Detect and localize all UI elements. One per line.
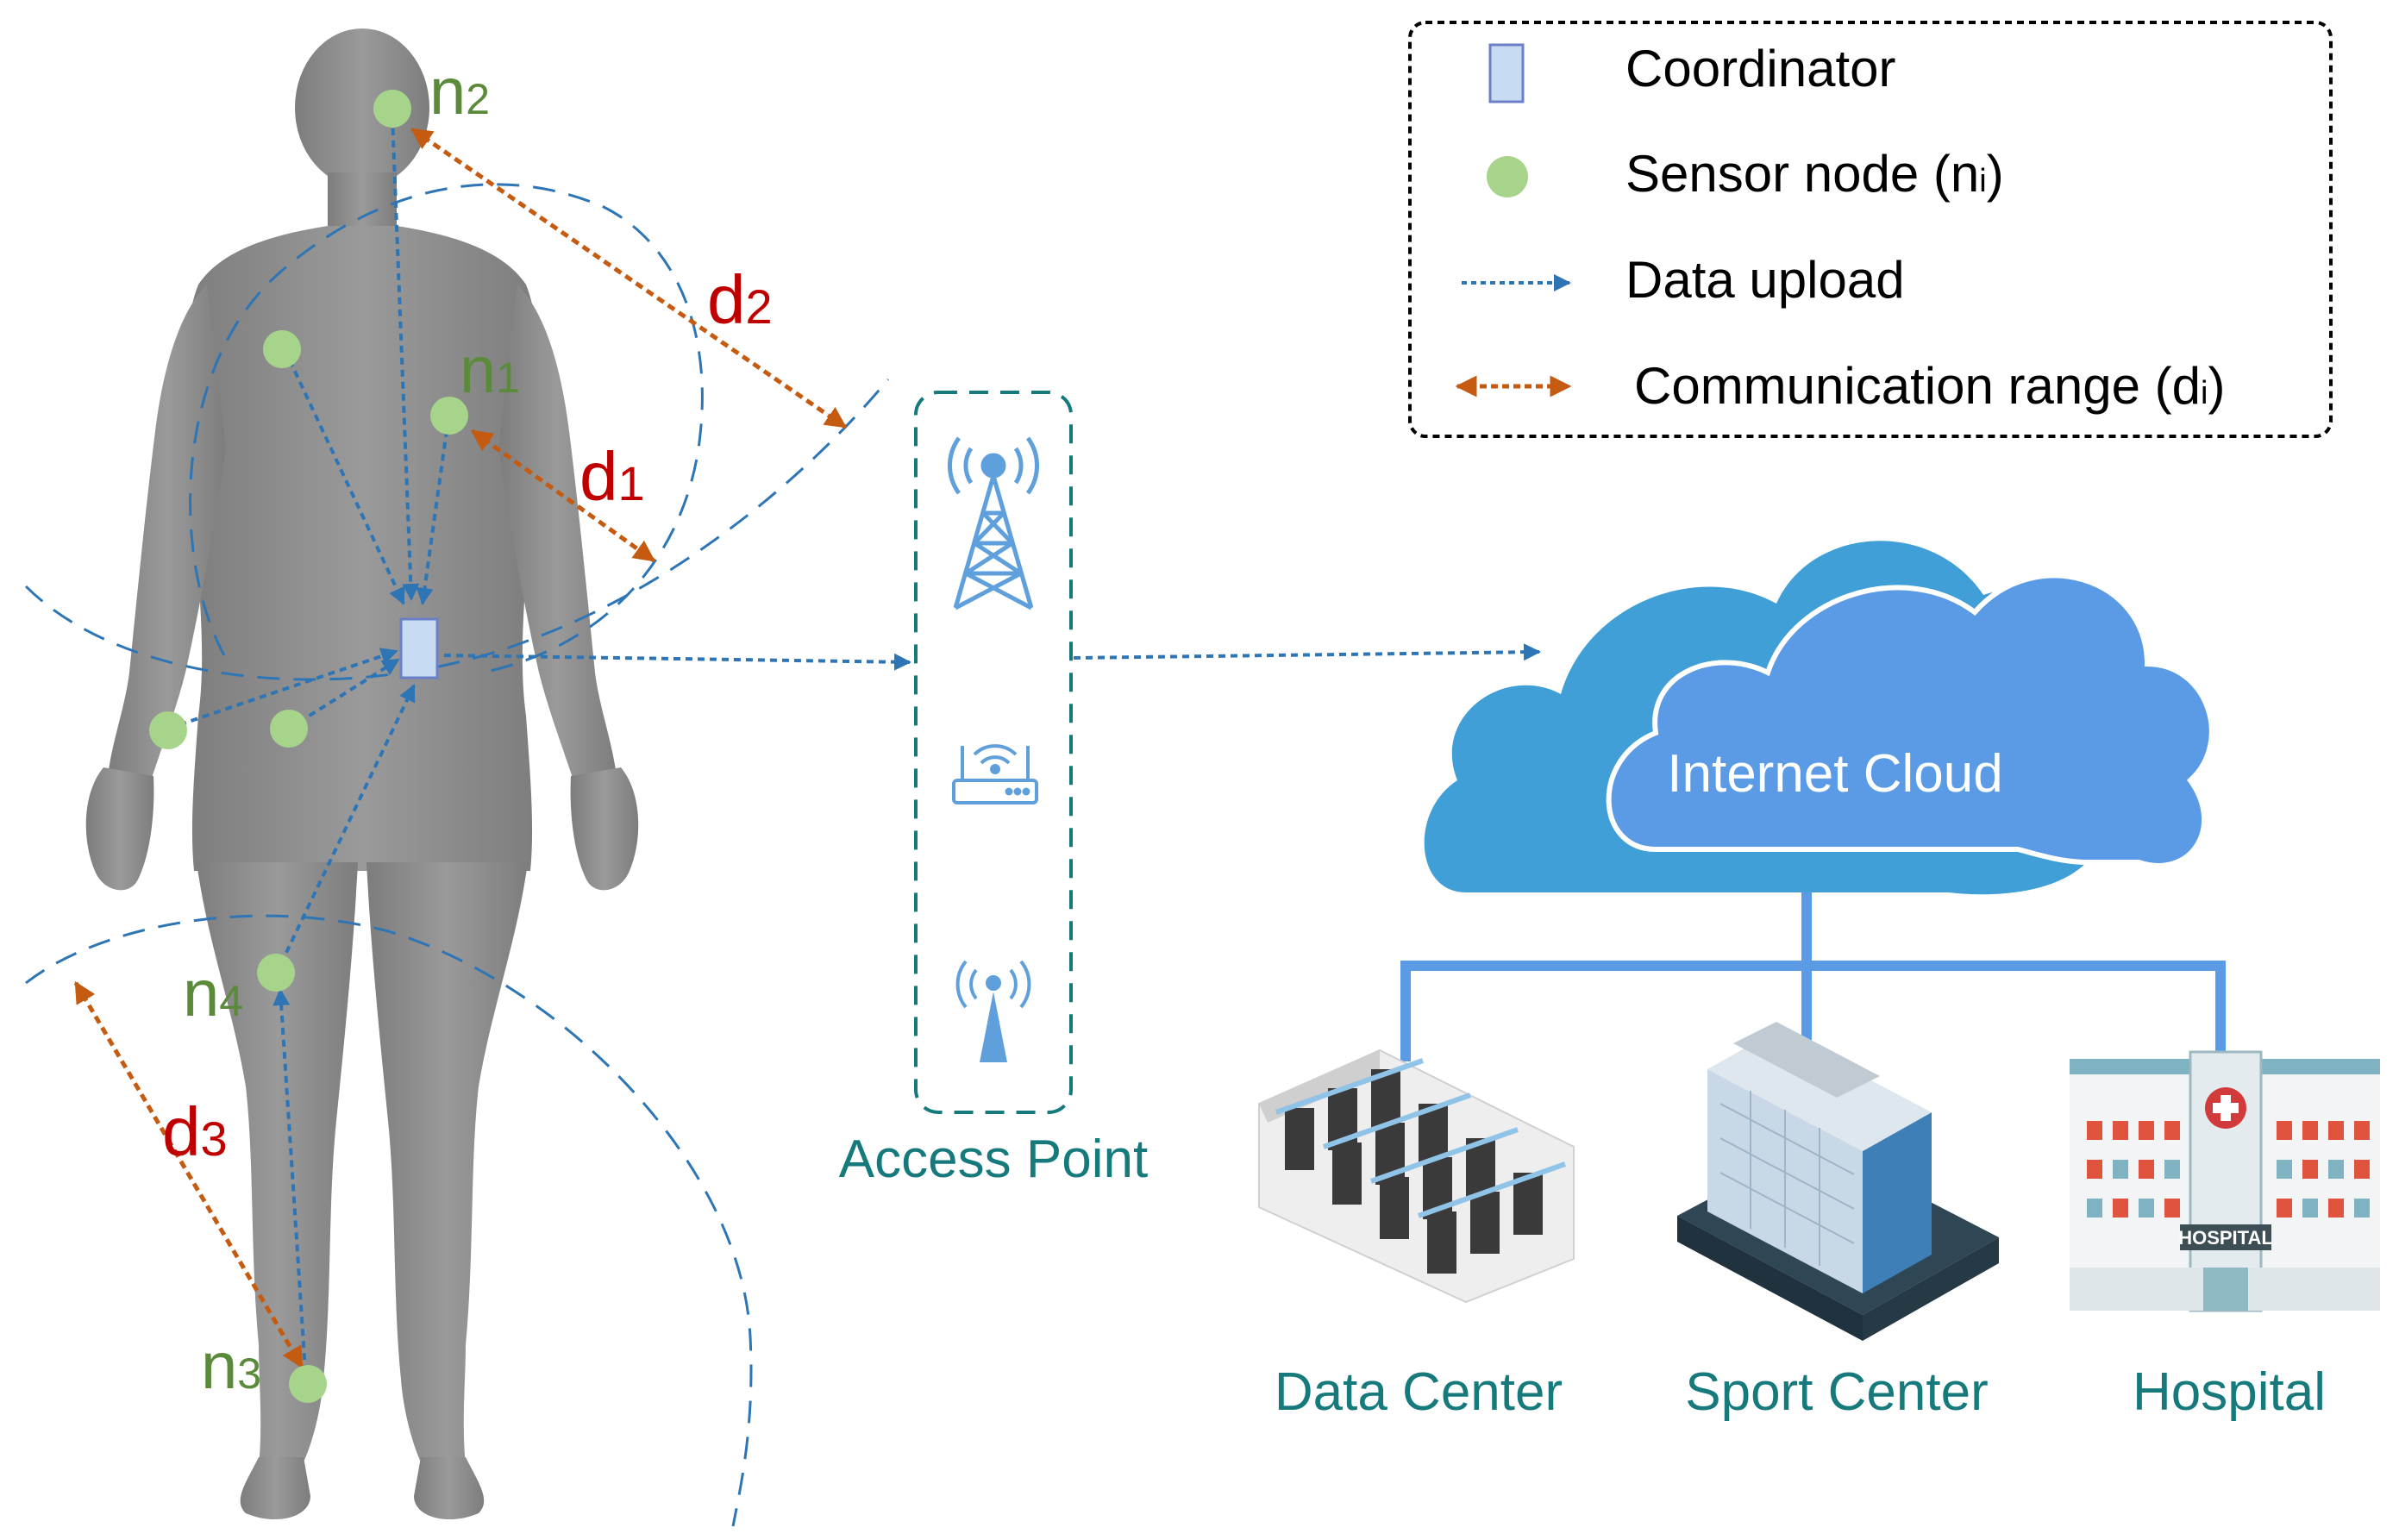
sensor-node-n3 xyxy=(289,1365,327,1403)
cloud-label: Internet Cloud xyxy=(1667,744,2002,804)
sensor-dot-icon xyxy=(1487,156,1528,197)
range-label-d1: d1 xyxy=(579,438,645,515)
node-label-n1: n1 xyxy=(460,334,520,407)
node-label-n4: n4 xyxy=(183,957,243,1030)
sensor-node-wrist xyxy=(149,711,187,749)
legend-label-coordinator: Coordinator xyxy=(1625,40,1896,97)
range-label-d2: d2 xyxy=(707,261,773,338)
legend-label-data-upload: Data upload xyxy=(1625,251,1905,309)
range-circle-d2 xyxy=(24,379,890,681)
sensor-node-chest xyxy=(263,330,301,368)
sensor-node-hip xyxy=(270,710,308,748)
node-label-n3: n3 xyxy=(201,1330,261,1403)
access-point-label: Access Point xyxy=(839,1130,1148,1189)
range-circle-d3 xyxy=(25,914,753,1527)
legend-box xyxy=(1408,21,2333,438)
coordinator-device xyxy=(399,617,439,679)
hospital-icon: HOSPITAL xyxy=(2070,1050,2380,1312)
range-label-d3: d3 xyxy=(162,1093,228,1170)
sensor-nodes xyxy=(149,90,468,1403)
sensor-node-n4 xyxy=(257,954,295,992)
legend-label-communication-range: Communication range (di) xyxy=(1634,357,2225,415)
cloud-front-shape xyxy=(1606,573,2214,868)
legend-label-sensor-node: Sensor node (ni) xyxy=(1625,145,2004,203)
node-label-n2: n2 xyxy=(429,55,490,128)
wifi-router-icon xyxy=(952,744,1038,804)
access-point-box xyxy=(914,391,1073,1114)
destination-label-data-center: Data Center xyxy=(1275,1362,1563,1422)
hospital-sign: HOSPITAL xyxy=(2178,1227,2273,1249)
office-building-icon xyxy=(1677,1022,1999,1341)
cloud-links xyxy=(1400,892,2226,1070)
sensor-node-n1 xyxy=(430,397,468,435)
destination-label-sport-center: Sport Center xyxy=(1685,1362,1989,1422)
coordinator-icon xyxy=(1488,43,1525,103)
destination-label-hospital: Hospital xyxy=(2133,1362,2326,1422)
antenna-icon xyxy=(955,960,1031,1062)
cell-tower-icon xyxy=(948,436,1039,610)
human-body-figure xyxy=(85,28,639,1520)
access-point-group: Access Point xyxy=(839,391,1148,1189)
internet-cloud: Internet Cloud xyxy=(1424,541,2214,895)
legend: Coordinator Sensor node (ni) Data upload… xyxy=(1408,21,2333,438)
server-room-icon xyxy=(1258,1049,1575,1304)
communication-range-arrows xyxy=(73,127,848,1369)
sensor-node-n2 xyxy=(373,90,411,128)
